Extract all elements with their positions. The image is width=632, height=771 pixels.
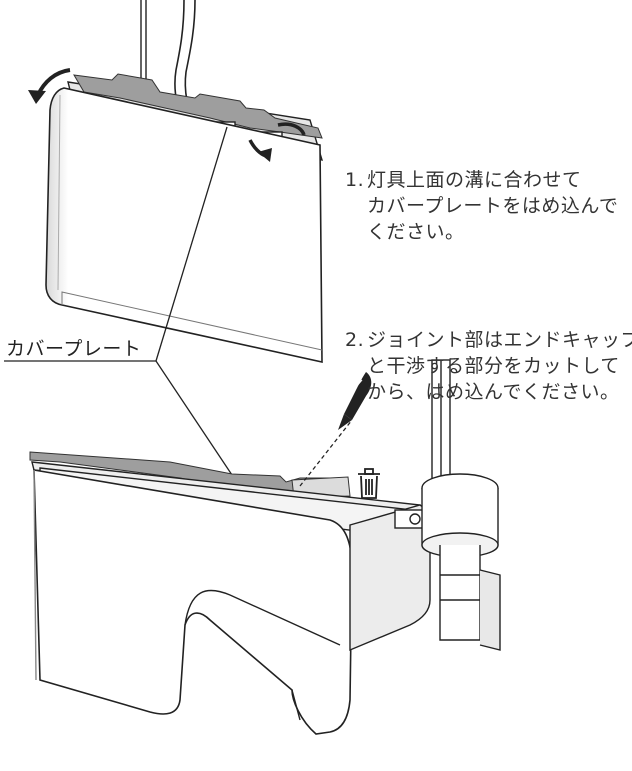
step-1-line-3: ください。 bbox=[367, 221, 465, 243]
step-1-line-1: 灯具上面の溝に合わせて bbox=[367, 169, 582, 191]
step-1-number: 1. bbox=[345, 169, 365, 191]
cutter-knife-icon bbox=[338, 372, 372, 430]
step-2-line-3: から、はめ込んでください。 bbox=[367, 381, 620, 403]
step-1-instruction: 1. 灯具上面の溝に合わせて カバープレートをはめ込んで ください。 bbox=[345, 167, 618, 245]
step-2-number: 2. bbox=[345, 329, 365, 351]
trash-can-icon bbox=[358, 468, 380, 499]
lower-fixture bbox=[29, 359, 501, 735]
step-2-line-1: ジョイント部はエンドキャップ bbox=[367, 329, 632, 351]
cover-plate-label: カバープレート bbox=[6, 338, 142, 360]
curved-arrow-right-icon bbox=[248, 122, 306, 162]
step-2-line-2: と干渉する部分をカットして bbox=[367, 355, 620, 377]
step-1-line-2: カバープレートをはめ込んで bbox=[367, 195, 619, 217]
cover-plate-top bbox=[73, 73, 323, 139]
callout-leader bbox=[4, 126, 235, 479]
curved-arrow-left-icon bbox=[28, 68, 71, 104]
upper-fixture bbox=[45, 0, 324, 363]
step-2-instruction: 2. ジョイント部はエンドキャップ と干渉する部分をカットして から、はめ込んで… bbox=[345, 327, 632, 405]
joint-connector bbox=[421, 359, 501, 651]
end-cap bbox=[349, 504, 431, 652]
